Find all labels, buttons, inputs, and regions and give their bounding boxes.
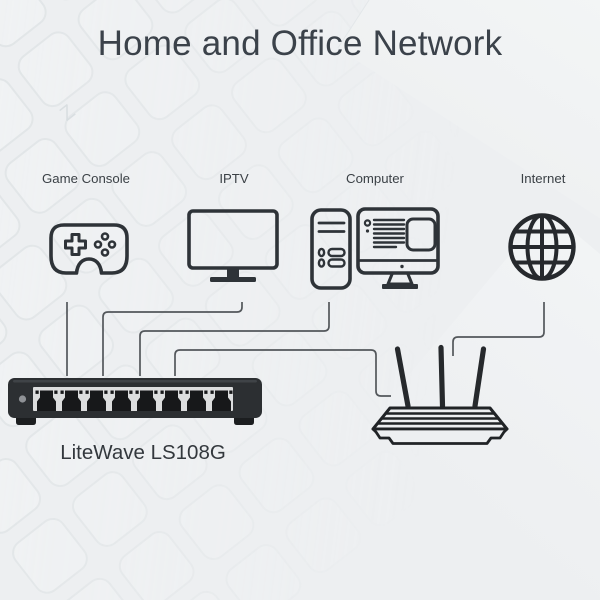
switch-ports	[35, 390, 233, 411]
keyboard-key-shape	[105, 145, 193, 233]
keyboard-key-shape	[219, 538, 307, 600]
keyboard-key-shape	[6, 512, 94, 600]
background-sheen-bottom-right	[367, 209, 600, 600]
gamepad-icon	[49, 223, 129, 275]
keyboard-key-shape	[79, 358, 167, 446]
keyboard-key-shape	[279, 491, 367, 579]
keyboard-key-shape	[139, 312, 227, 400]
keyboard-key-shape	[152, 205, 240, 293]
desktop-computer-icon	[310, 207, 440, 290]
connection-computer-to-switch	[139, 302, 330, 376]
keyboard-key-shape	[113, 525, 201, 600]
ethernet-port	[110, 390, 133, 411]
ethernet-port	[60, 390, 83, 411]
diagram-title: Home and Office Network	[97, 24, 503, 63]
keyboard-key-shape	[0, 345, 60, 433]
keyboard-key-shape	[0, 452, 47, 540]
ethernet-port	[135, 390, 158, 411]
keyboard-key-shape	[199, 265, 287, 353]
ethernet-port	[35, 390, 58, 411]
keyboard-key-shape	[25, 0, 113, 7]
keyboard-key-shape	[66, 465, 154, 553]
switch-body	[8, 378, 262, 418]
label-game-console: Game Console	[42, 171, 130, 186]
keyboard-key-shape	[292, 385, 380, 473]
keyboard-key-shape	[92, 252, 180, 340]
keyboard-key-shape	[365, 231, 453, 319]
keyboard-key-shape	[159, 585, 247, 600]
keyboard-key-shape	[225, 51, 313, 139]
keyboard-key-shape	[246, 325, 334, 413]
keyboard-key-shape	[53, 572, 141, 600]
label-computer: Computer	[346, 171, 404, 186]
switch-foot-right	[234, 418, 254, 425]
switch-port-plate	[33, 387, 233, 411]
connection-switch-to-router	[174, 349, 391, 397]
keyboard-key-shape	[305, 278, 393, 366]
switch-model-label: LiteWave LS108G	[60, 441, 226, 464]
label-iptv: IPTV	[219, 171, 249, 186]
keyboard-key-shape	[32, 298, 120, 386]
keyboard-key-shape	[45, 192, 133, 280]
keyboard-key-shape	[0, 179, 27, 267]
ethernet-port	[185, 390, 208, 411]
connection-iptv-to-switch	[102, 302, 243, 376]
keyboard-key-shape	[173, 478, 261, 566]
switch-foot-left	[16, 418, 36, 425]
ethernet-port	[210, 390, 233, 411]
keyboard-key-letter: Z	[56, 100, 80, 126]
keyboard-key-shape	[232, 431, 320, 519]
keyboard-key-shape	[0, 239, 73, 327]
tv-icon	[187, 209, 279, 282]
keyboard-key-shape	[425, 184, 513, 272]
switch-led	[18, 395, 27, 403]
keyboard-key-shape	[0, 72, 40, 160]
network-switch	[8, 378, 262, 425]
label-internet: Internet	[520, 171, 566, 186]
keyboard-key-shape	[378, 124, 466, 212]
keyboard-key-shape	[131, 0, 219, 20]
keyboard-key-shape	[58, 85, 146, 173]
keyboard-key-shape	[0, 285, 14, 373]
keyboard-key-shape	[259, 218, 347, 306]
ethernet-port	[160, 390, 183, 411]
ethernet-port	[85, 390, 108, 411]
